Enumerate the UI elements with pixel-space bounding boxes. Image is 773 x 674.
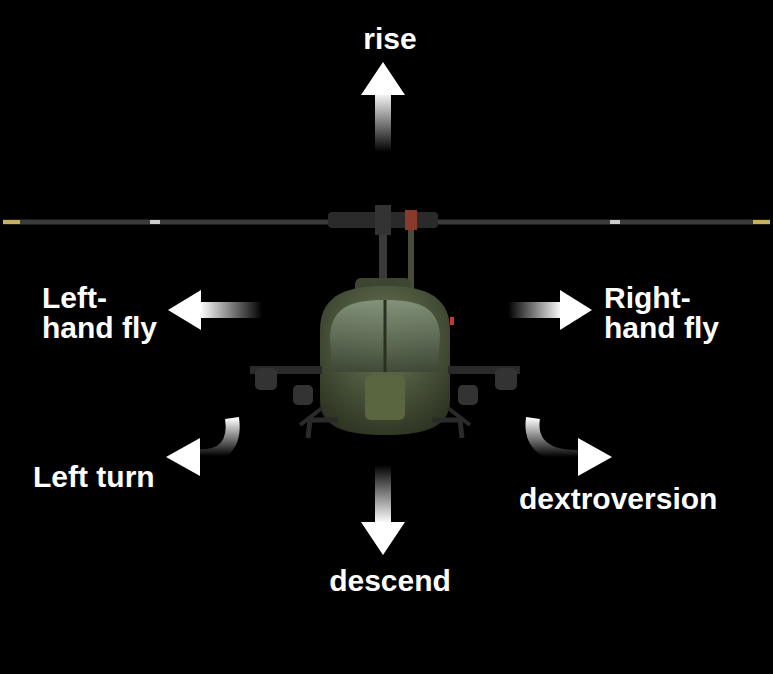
direction-label: Left-hand fly	[42, 283, 170, 343]
direction-label: rise	[363, 24, 416, 54]
direction-label: Left turn	[33, 462, 155, 492]
direction-arrows	[166, 62, 612, 555]
direction-label: dextroversion	[519, 484, 717, 514]
direction-label: Right-hand fly	[604, 283, 744, 343]
helicopter	[3, 205, 770, 438]
direction-label: descend	[329, 566, 451, 596]
